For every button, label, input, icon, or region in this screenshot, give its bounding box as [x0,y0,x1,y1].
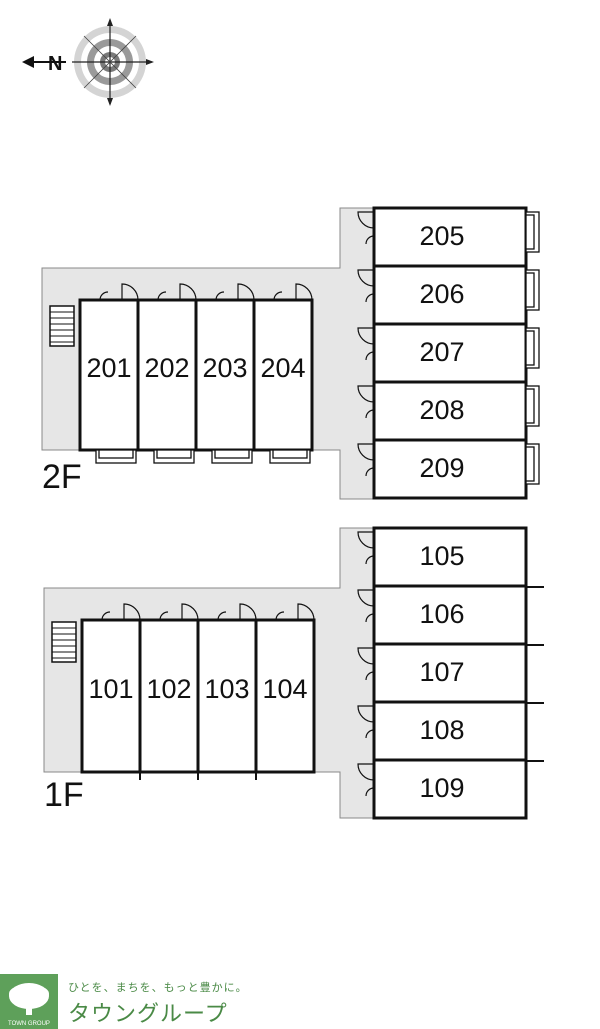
brand-name: タウングループ [68,1002,228,1027]
unit-103: 103 [196,618,258,774]
unit-label: 104 [262,674,307,704]
unit-label: 202 [144,353,189,383]
floor-label: 2F [42,458,82,496]
unit-208: 208 [372,380,528,442]
north-label: N [48,53,62,75]
unit-104: 104 [254,618,316,774]
unit-label: 208 [419,395,464,425]
unit-label: 101 [88,674,133,704]
unit-label: 207 [419,337,464,367]
unit-207: 207 [372,322,528,384]
unit-label: 103 [204,674,249,704]
unit-101: 101 [80,618,142,774]
tree-logo-icon: TOWN GROUP [0,974,58,1029]
unit-label: 201 [86,353,131,383]
unit-label: 209 [419,453,464,483]
unit-203: 203 [194,298,256,452]
unit-label: 109 [419,773,464,803]
stairs-icon [49,305,75,347]
compass-icon: N [22,18,154,106]
town-group-logo: TOWN GROUP ひとを、まちを、もっと豊かに。 タウングループ [0,974,300,1029]
unit-105: 105 [372,526,528,588]
door-icon [101,603,315,621]
door-icon [357,531,375,797]
unit-label: 107 [419,657,464,687]
unit-107: 107 [372,642,528,704]
brand-slogan: ひとを、まちを、もっと豊かに。 [68,981,248,994]
unit-201: 201 [78,298,140,452]
balcony [95,449,311,464]
balcony [525,211,540,485]
floor-plan: N 201 202 203 204 [22,18,544,820]
unit-205: 205 [372,206,528,268]
floor-2-plan: 201 202 203 204 2 [41,206,540,500]
unit-209: 209 [372,438,528,500]
door-icon [357,211,375,477]
unit-204: 204 [252,298,314,452]
floor-label: 1F [44,776,84,814]
unit-label: 108 [419,715,464,745]
unit-label: 204 [260,353,305,383]
unit-108: 108 [372,700,528,762]
door-icon [99,283,313,301]
unit-206: 206 [372,264,528,326]
stairs-icon [51,621,77,663]
unit-label: 203 [202,353,247,383]
unit-label: 106 [419,599,464,629]
unit-106: 106 [372,584,528,646]
unit-102: 102 [138,618,200,774]
unit-label: 205 [419,221,464,251]
badge-text: TOWN GROUP [8,1021,50,1027]
unit-label: 105 [419,541,464,571]
floor-1-plan: 101 102 103 104 [43,526,544,820]
unit-202: 202 [136,298,198,452]
unit-label: 102 [146,674,191,704]
partition-marks [139,586,544,780]
unit-109: 109 [372,758,528,820]
unit-label: 206 [419,279,464,309]
